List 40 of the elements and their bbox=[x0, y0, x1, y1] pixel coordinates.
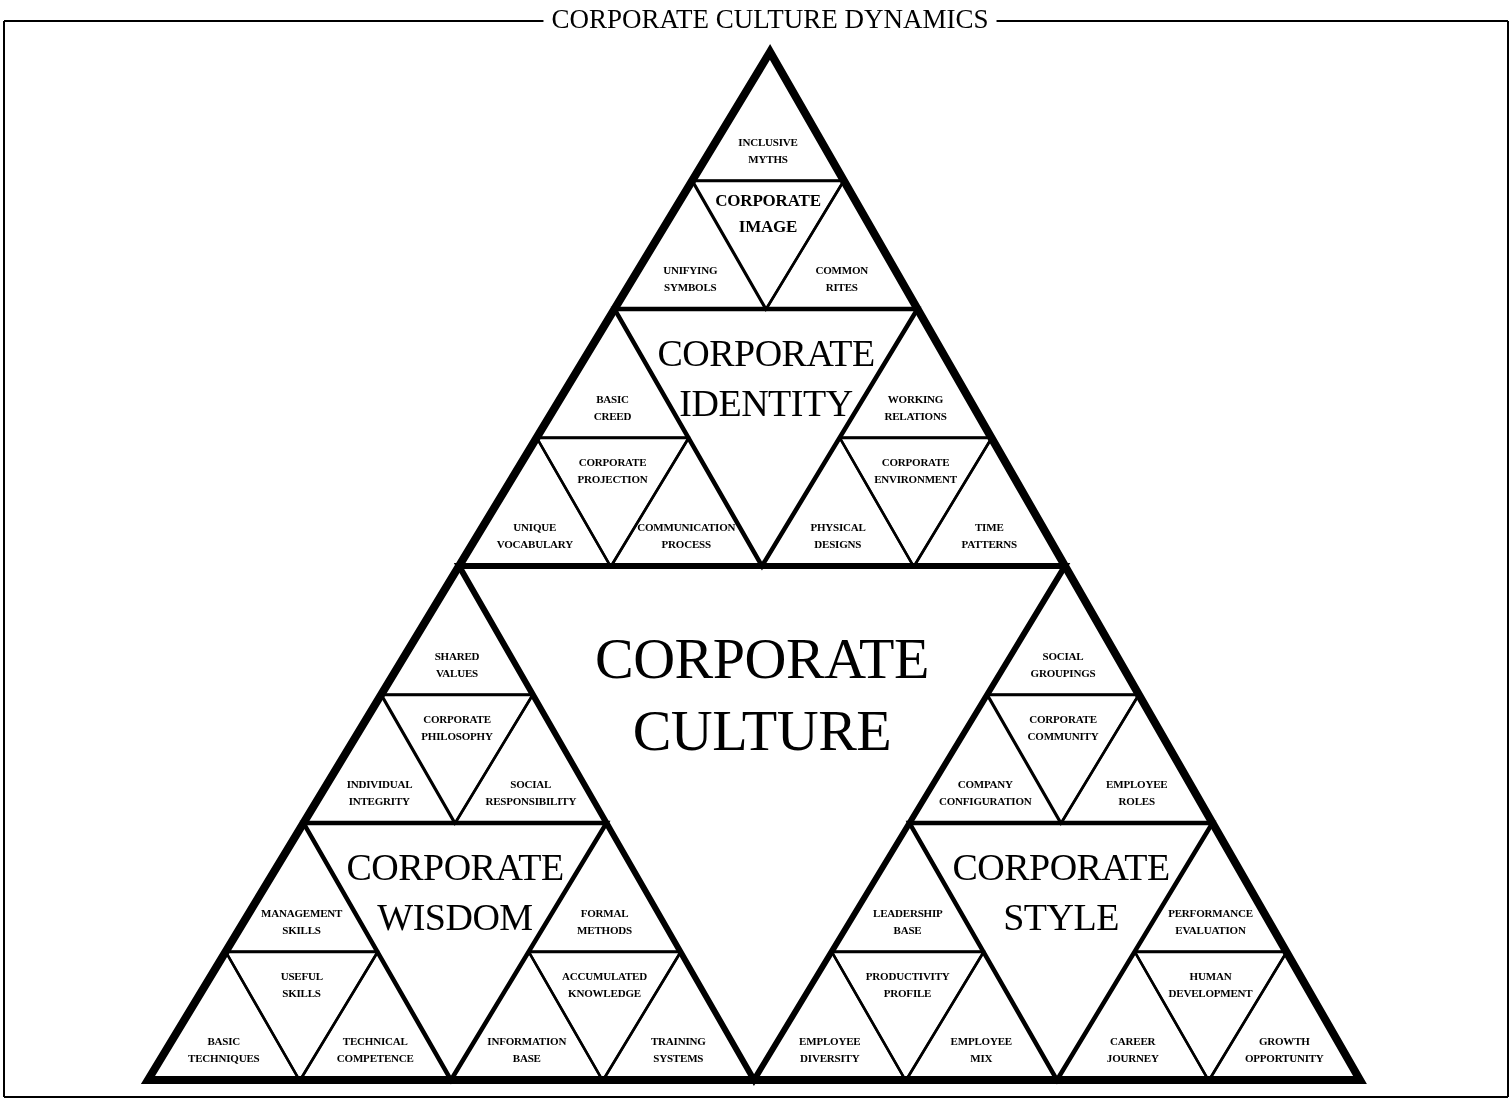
tile-label: PRODUCTIVITY PROFILE bbox=[865, 968, 950, 1001]
tile-label: TIME PATTERNS bbox=[961, 520, 1017, 553]
tile-label: USEFUL SKILLS bbox=[280, 968, 323, 1001]
tile-label: COMPANY CONFIGURATION bbox=[939, 777, 1032, 810]
tile-label: CAREER JOURNEY bbox=[1106, 1034, 1159, 1067]
tile-label: UNIFYING SYMBOLS bbox=[663, 263, 718, 296]
tile-label: TRAINING SYSTEMS bbox=[650, 1034, 706, 1067]
tile-label: WORKING RELATIONS bbox=[884, 391, 947, 424]
section-heading: CORPORATE IDENTITY bbox=[657, 331, 875, 426]
tile-label: COMMUNICATION PROCESS bbox=[637, 520, 736, 553]
tile-label: UNIQUE VOCABULARY bbox=[496, 520, 573, 553]
tile-label: BASIC TECHNIQUES bbox=[188, 1034, 260, 1067]
section-heading: CORPORATE WISDOM bbox=[346, 845, 564, 940]
tile-label: LEADERSHIP BASE bbox=[873, 905, 942, 938]
tile-label: CORPORATE ENVIRONMENT bbox=[874, 454, 957, 487]
tile-label: INCLUSIVE MYTHS bbox=[738, 134, 798, 167]
tile-label: COMMON RITES bbox=[815, 263, 869, 296]
section-heading: CORPORATE CULTURE bbox=[595, 624, 929, 765]
tile-label: ACCUMULATED KNOWLEDGE bbox=[562, 968, 647, 1001]
tile-label: CORPORATE IMAGE bbox=[715, 189, 821, 238]
tile-label: MANAGEMENT SKILLS bbox=[261, 905, 342, 938]
tile-label: SOCIAL GROUPINGS bbox=[1030, 648, 1096, 681]
tile-label: HUMAN DEVELOPMENT bbox=[1168, 968, 1253, 1001]
tile-label: CORPORATE PROJECTION bbox=[577, 454, 648, 487]
tile-label: PHYSICAL DESIGNS bbox=[810, 520, 866, 553]
tile-label: INFORMATION BASE bbox=[487, 1034, 567, 1067]
tile-label: SOCIAL RESPONSIBILITY bbox=[485, 777, 577, 810]
tile-label: EMPLOYEE MIX bbox=[950, 1034, 1012, 1067]
tile-label: GROWTH OPPORTUNITY bbox=[1244, 1034, 1324, 1067]
tile-label: TECHNICAL COMPETENCE bbox=[336, 1034, 414, 1067]
tile-label: EMPLOYEE DIVERSITY bbox=[799, 1034, 861, 1067]
tile-label: CORPORATE COMMUNITY bbox=[1027, 711, 1099, 744]
tile-label: CORPORATE PHILOSOPHY bbox=[421, 711, 493, 744]
tile-label: BASIC CREED bbox=[593, 391, 632, 424]
tile-label: FORMAL METHODS bbox=[577, 905, 632, 938]
tile-label: SHARED VALUES bbox=[434, 648, 480, 681]
tile-label: PERFORMANCE EVALUATION bbox=[1168, 905, 1253, 938]
diagram-title: CORPORATE CULTURE DYNAMICS bbox=[551, 4, 989, 35]
tile-label: INDIVIDUAL INTEGRITY bbox=[346, 777, 412, 810]
tile-label: EMPLOYEE ROLES bbox=[1106, 777, 1168, 810]
